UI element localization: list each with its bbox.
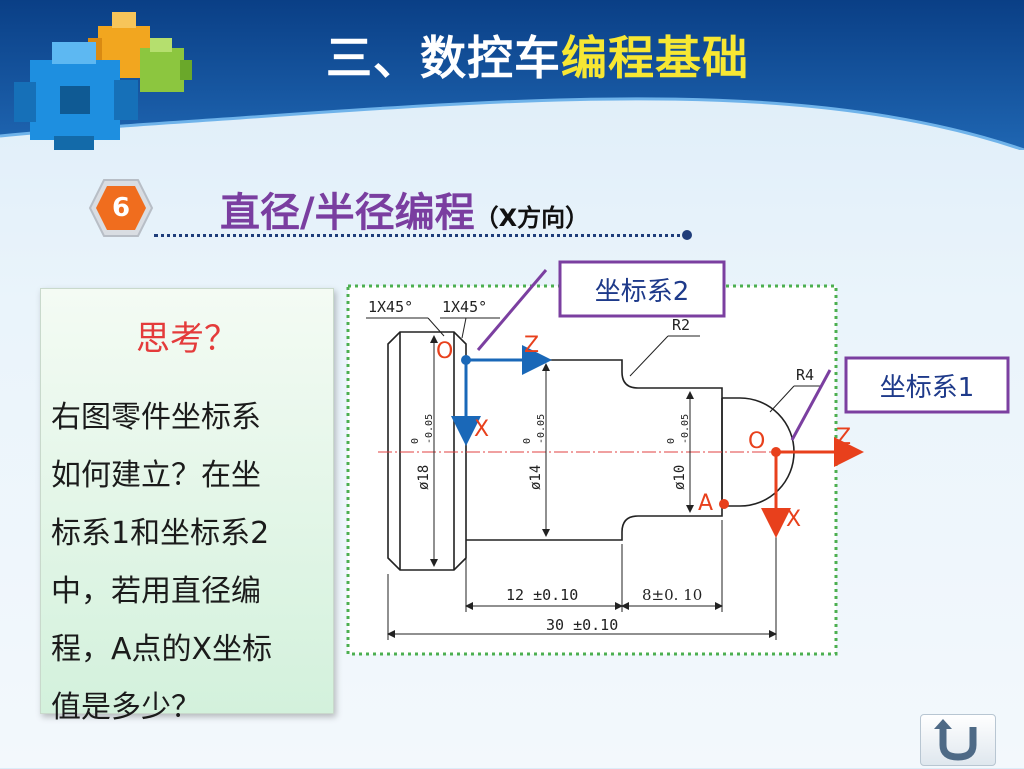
question-text: 右图零件坐标系 如何建立？在坐 标系1和坐标系2 中，若用直径编 程，A点的X坐… (51, 389, 327, 737)
drawing-frame (346, 284, 838, 656)
axis-x-label: X (786, 507, 801, 532)
dim-dia-18-tol-upper: 0 (410, 438, 421, 444)
return-arrow-icon (934, 719, 977, 761)
dim-length-8: 8±0. 10 (642, 586, 702, 604)
axis-x-label: X (474, 417, 489, 442)
coordinate-system-1: O Z X (748, 425, 864, 538)
underline-end-dot (682, 230, 692, 240)
diameter-dims (430, 335, 694, 567)
dim-dia-18: ø18 (416, 465, 432, 490)
dim-dia-10: ø10 (672, 465, 688, 490)
axis-z-label: Z (836, 425, 851, 450)
page-title: 三、数控车编程基础 (326, 31, 749, 85)
section-badge (88, 179, 154, 237)
dim-length-30: 30 ±0.10 (546, 616, 618, 634)
chamfer-leaders (366, 317, 822, 413)
dim-length-12: 12 ±0.10 (506, 586, 578, 604)
dim-dia-10-tol-upper: 0 (666, 438, 677, 444)
return-button[interactable] (920, 714, 996, 766)
callout-cs2-text: 坐标系2 (595, 277, 690, 307)
dim-dia-18-tol-lower: -0.05 (424, 414, 435, 444)
question-line: 标系1和坐标系2 (51, 516, 270, 551)
question-line: 如何建立？在坐 (51, 458, 261, 493)
chamfer-left-label: 1X45° (368, 298, 413, 316)
question-line: 中，若用直径编 (51, 574, 261, 609)
question-line: 值是多少？ (51, 690, 201, 725)
coordinate-system-2: O Z X (436, 333, 552, 446)
radius-r2-label: R2 (672, 316, 690, 334)
callout-coordinate-system-1: 坐标系1 (790, 356, 1010, 441)
origin-o-label: O (436, 339, 453, 364)
header-band: 三、数控车编程基础 (0, 0, 1024, 150)
question-heading: 思考？ (136, 319, 238, 359)
radius-r4-label: R4 (796, 366, 814, 384)
dim-dia-10-tol-lower: -0.05 (680, 414, 691, 444)
section-number: 6 (111, 193, 131, 223)
dim-dia-14: ø14 (528, 465, 544, 490)
callout-coordinate-system-2: 坐标系2 (476, 260, 726, 351)
point-a-marker (719, 499, 729, 509)
puzzle-cubes-icon (14, 12, 192, 150)
question-panel: 思考？ 右图零件坐标系 如何建立？在坐 标系1和坐标系2 中，若用直径编 程，A… (40, 288, 334, 725)
point-a-label: A (698, 491, 713, 516)
callout-cs1-text: 坐标系1 (880, 373, 975, 403)
section-underline (154, 234, 688, 237)
question-line: 程，A点的X坐标 (51, 632, 273, 667)
dim-dia-14-tol-upper: 0 (522, 438, 533, 444)
axis-z-label: Z (524, 333, 539, 358)
dim-dia-14-tol-lower: -0.05 (536, 414, 547, 444)
chamfer-right-label: 1X45° (442, 298, 487, 316)
origin-o-label: O (748, 429, 765, 454)
section-title: 直径/半径编程（X方向） (220, 190, 590, 236)
question-line: 右图零件坐标系 (51, 400, 261, 435)
